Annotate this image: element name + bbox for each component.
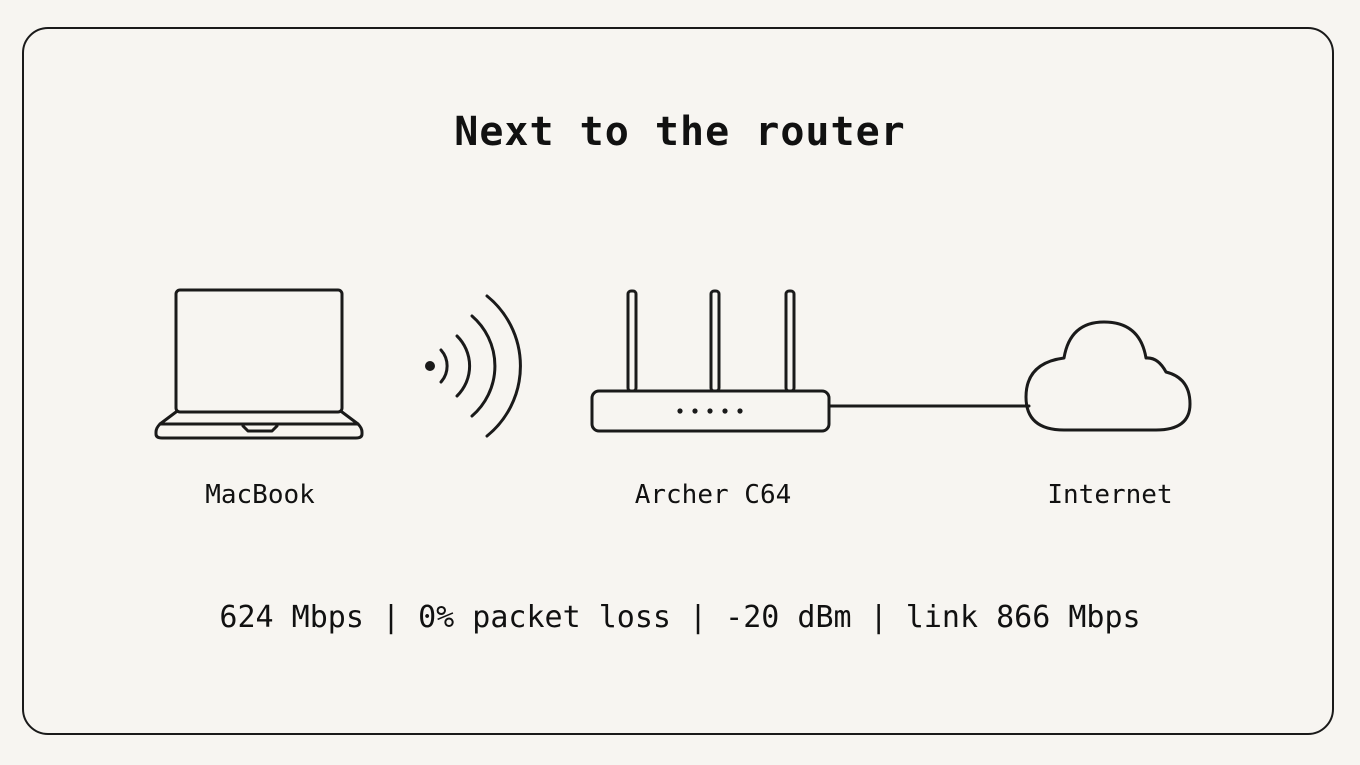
connection-stats: 624 Mbps | 0% packet loss | -20 dBm | li… (0, 598, 1360, 638)
cloud-label: Internet (1047, 480, 1173, 510)
router-label: Archer C64 (634, 480, 792, 510)
stat-separator: | (670, 600, 726, 635)
laptop-icon (154, 288, 364, 440)
diagram-title: Next to the router (454, 109, 906, 155)
stat-packet-loss: 0% packet loss (418, 600, 671, 635)
laptop-label: MacBook (205, 480, 315, 510)
diagram-card (22, 27, 1334, 735)
stat-separator: | (363, 600, 419, 635)
cloud-icon (1024, 320, 1192, 432)
stat-signal: -20 dBm (725, 600, 852, 635)
stat-throughput: 624 Mbps (219, 600, 364, 635)
router-icon (590, 289, 831, 433)
stat-separator: | (851, 600, 906, 635)
wifi-signal-icon (425, 294, 522, 438)
stat-link: link 866 Mbps (905, 600, 1141, 635)
